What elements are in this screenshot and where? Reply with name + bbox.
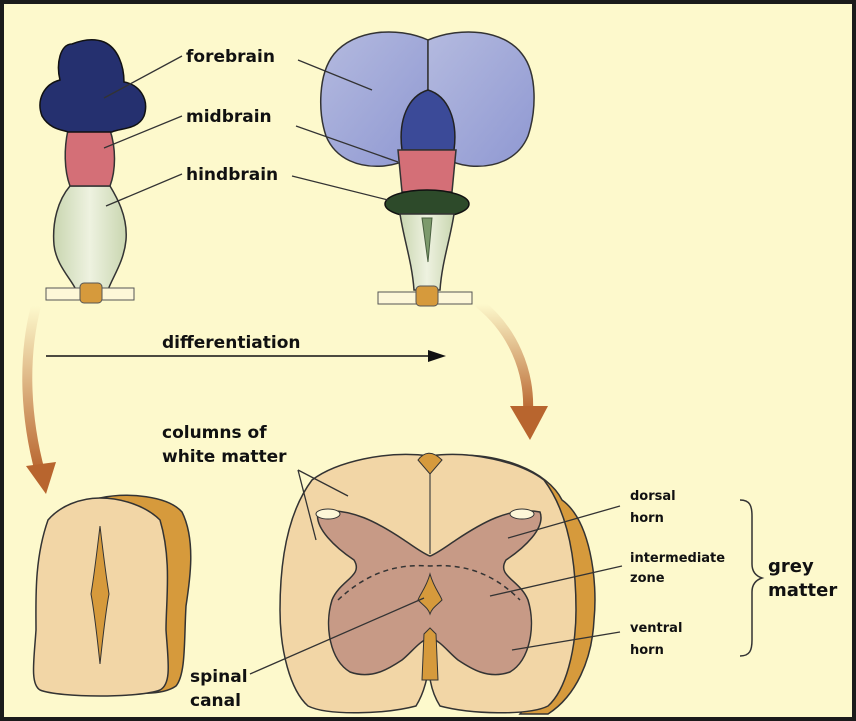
ventral-horn-leader bbox=[511, 631, 621, 651]
spinal-canal-leader bbox=[249, 597, 425, 675]
forebrain-leader-right bbox=[297, 59, 373, 91]
dorsal-fissure bbox=[417, 452, 443, 475]
right-curved-arrow bbox=[475, 299, 548, 440]
grey-matter-bracket bbox=[739, 499, 765, 657]
early-cord-section bbox=[32, 494, 192, 697]
early-cord-stub bbox=[79, 282, 103, 304]
early-central-canal bbox=[90, 525, 110, 665]
white-matter-leader-2 bbox=[297, 469, 317, 541]
ventral-fissure bbox=[421, 627, 439, 681]
labels: forebrain midbrain hindbrain differentia… bbox=[162, 47, 837, 711]
midbrain-segment bbox=[397, 149, 457, 193]
midbrain-leader-left bbox=[103, 115, 183, 149]
forebrain-leader-left bbox=[103, 55, 183, 99]
top-leader-lines bbox=[103, 55, 399, 207]
developed-cord-stub bbox=[415, 285, 439, 307]
intermediate-zone-boundary bbox=[337, 564, 521, 601]
fourth-ventricle bbox=[421, 217, 433, 263]
intermediate-zone-label-line2: zone bbox=[630, 571, 665, 586]
ventral-horn-label-line2: horn bbox=[630, 643, 664, 658]
grey-matter-label-line2: matter bbox=[768, 580, 837, 601]
white-matter-leader-1 bbox=[297, 469, 349, 497]
ventral-horn-label-line1: ventral bbox=[630, 621, 682, 636]
grey-matter-label-line1: grey bbox=[768, 556, 814, 577]
columns-label-line2: white matter bbox=[162, 447, 287, 467]
mature-cord-section bbox=[279, 452, 596, 715]
early-neural-tube bbox=[39, 39, 147, 304]
intermediate-zone-label-line1: intermediate bbox=[630, 551, 725, 566]
differentiation-label: differentiation bbox=[162, 333, 300, 353]
hindbrain-leader-right bbox=[291, 175, 389, 201]
intermediate-zone-leader bbox=[489, 565, 623, 597]
spinal-canal-label-line2: canal bbox=[190, 691, 241, 711]
dorsal-horn-label-line1: dorsal bbox=[630, 489, 676, 504]
diencephalon bbox=[400, 89, 456, 151]
dorsal-root-left bbox=[315, 508, 341, 520]
dorsal-horn-leader bbox=[507, 505, 621, 539]
columns-label-line1: columns of bbox=[162, 423, 267, 443]
hindbrain-label: hindbrain bbox=[186, 165, 278, 185]
forebrain-label: forebrain bbox=[186, 47, 275, 67]
early-forebrain-vesicle bbox=[39, 39, 147, 133]
spinal-central-canal bbox=[417, 572, 443, 616]
bottom-leader-lines bbox=[249, 469, 623, 675]
midbrain-label: midbrain bbox=[186, 107, 272, 127]
hindbrain-leader-left bbox=[105, 173, 183, 207]
dorsal-root-right bbox=[509, 508, 535, 520]
developed-brain bbox=[320, 31, 535, 307]
dorsal-horn-label-line2: horn bbox=[630, 511, 664, 526]
midbrain-leader-right bbox=[295, 125, 399, 163]
early-midbrain-vesicle bbox=[64, 129, 116, 187]
left-curved-arrow bbox=[22, 301, 56, 494]
spinal-canal-label-line1: spinal bbox=[190, 667, 248, 687]
differentiation-arrow bbox=[46, 350, 446, 362]
